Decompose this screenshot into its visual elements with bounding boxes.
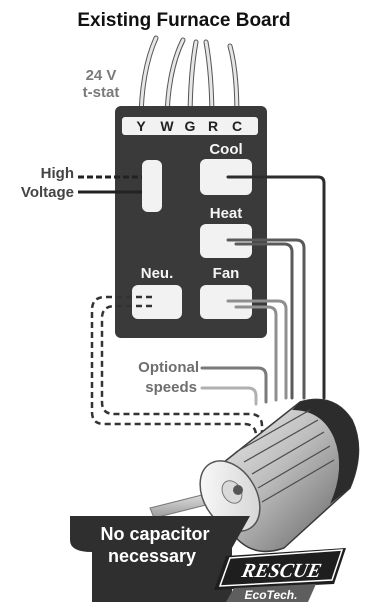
terminal-r: R [208, 118, 218, 134]
callout-box [70, 516, 250, 602]
relay-heat [200, 224, 252, 258]
terminal-g: G [185, 118, 196, 134]
page-title: Existing Furnace Board [77, 10, 290, 31]
relay-neutral [132, 285, 182, 319]
terminal-labels: Y W G R C [136, 118, 242, 134]
terminal-w: W [160, 118, 174, 134]
terminal-c: C [232, 118, 242, 134]
tstat-voltage-label: 24 V [86, 67, 117, 84]
neutral-dashed-wires [90, 295, 264, 450]
ecm-motor [149, 398, 360, 553]
high-voltage-label-2: Voltage [21, 184, 74, 201]
relay-cool [200, 159, 252, 195]
relay-fan-label: Fan [213, 265, 240, 282]
callout-line-1: No capacitor [100, 524, 209, 544]
relay-cool-label: Cool [209, 141, 242, 158]
optional-speeds-label-1: Optional [138, 359, 199, 376]
high-voltage-label-1: High [41, 165, 74, 182]
logo-brand: RESCUE [239, 560, 324, 582]
high-voltage-terminal [142, 160, 162, 212]
logo-sub: EcoTech. [245, 588, 298, 602]
relay-heat-label: Heat [210, 205, 243, 222]
relay-fan [200, 285, 252, 319]
optional-speeds-label-2: speeds [145, 379, 197, 396]
rescue-logo: RESCUE EcoTech. [214, 548, 346, 602]
motor-wires [200, 175, 326, 406]
callout-line-2: necessary [108, 546, 196, 566]
terminal-strip [122, 117, 258, 135]
terminal-y: Y [136, 118, 146, 134]
tstat-label: t-stat [83, 84, 120, 101]
relay-neutral-label: Neu. [141, 265, 174, 282]
